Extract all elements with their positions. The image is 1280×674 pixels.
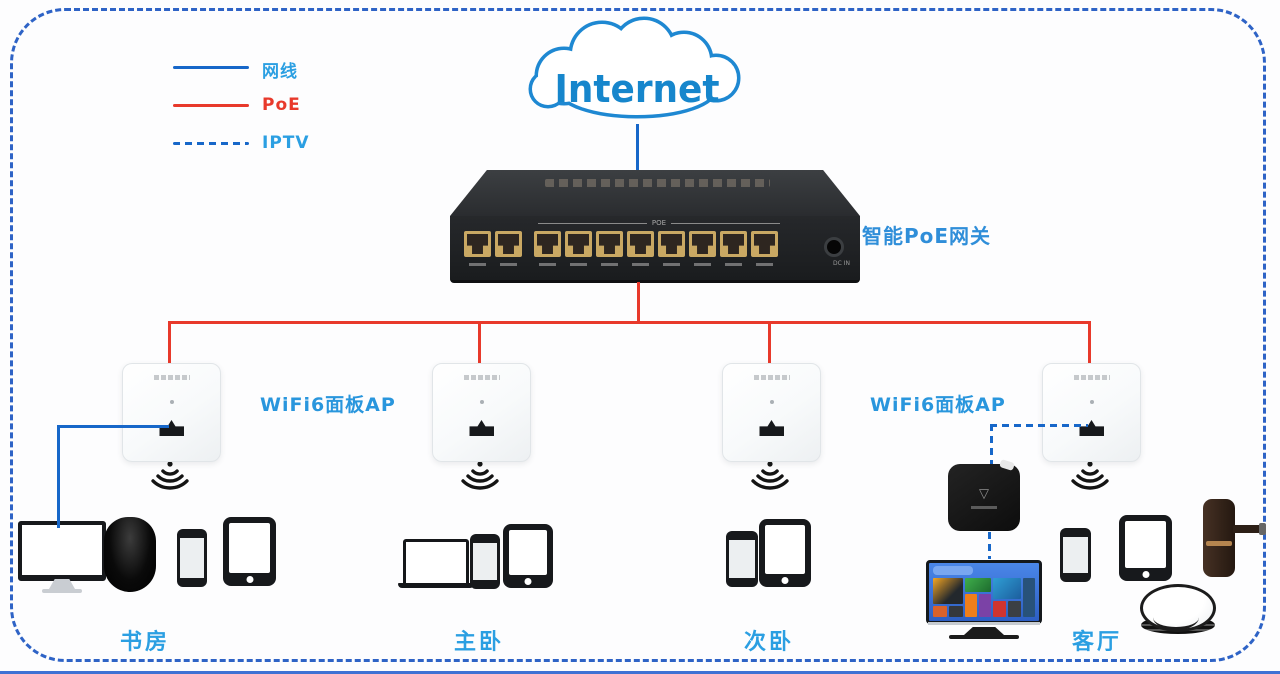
- ethernet-cable-line-horizontal: [57, 425, 169, 428]
- ethernet-port: [689, 231, 716, 266]
- gateway-label: 智能PoE网关: [862, 224, 992, 248]
- ap-ethernet-port: [1079, 420, 1104, 436]
- ethernet-port: [565, 231, 592, 266]
- ethernet-port: [720, 231, 747, 266]
- ap-label-right: WiFi6面板AP: [870, 394, 1006, 416]
- bottom-edge-strip: [0, 671, 1280, 674]
- room-label-study: 书房: [119, 630, 170, 655]
- gateway-vent-strip: [545, 179, 770, 187]
- iptv-cable-line-horizontal: [990, 424, 1088, 427]
- poe-distribution-line: [168, 321, 1091, 324]
- dc-in-label: DC IN: [833, 260, 850, 267]
- legend-iptv-label: IPTV: [262, 133, 310, 153]
- wifi-signal-icon: [1071, 461, 1109, 490]
- ap-ethernet-port: [469, 420, 494, 436]
- ethernet-port: [751, 231, 778, 266]
- ethernet-port: [596, 231, 623, 266]
- wifi-signal-icon: [461, 461, 499, 490]
- wall-ap-master-bedroom: [432, 363, 531, 462]
- iptv-cable-line-stb-to-tv: [988, 532, 991, 559]
- ap-led-dot: [1089, 400, 1094, 404]
- tablet-icon: [759, 519, 811, 587]
- poe-gateway: POE DC IN: [450, 170, 860, 283]
- ap-logo: [153, 375, 190, 380]
- smartphone-icon: [177, 529, 207, 587]
- gateway-port-row: [464, 231, 778, 266]
- wall-ap-living-room: [1042, 363, 1141, 462]
- room-label-living-room: 客厅: [1071, 630, 1122, 655]
- ap-logo: [463, 375, 500, 380]
- poe-drop-line-3: [768, 323, 771, 363]
- gateway-top-panel: [450, 170, 860, 216]
- legend-poe-label: PoE: [262, 95, 301, 115]
- ap-ethernet-port: [159, 420, 184, 436]
- legend-poe-line-sample: [173, 104, 249, 107]
- poe-drop-line-4: [1088, 323, 1091, 363]
- poe-ports-bracket-label: POE: [651, 219, 667, 227]
- smart-door-lock-icon: [1203, 499, 1266, 577]
- poe-drop-line-2: [478, 323, 481, 363]
- iptv-set-top-box-icon: ▽: [948, 459, 1020, 531]
- dc-power-jack: [824, 237, 844, 257]
- tablet-icon: [503, 524, 553, 588]
- wifi-signal-icon: [151, 461, 189, 490]
- room-label-master-bedroom: 主卧: [453, 630, 504, 655]
- iptv-cable-line-vertical-to-stb: [990, 424, 993, 464]
- ap-led-dot: [479, 400, 484, 404]
- ap-led-dot: [769, 400, 774, 404]
- legend-ethernet-line-sample: [173, 66, 249, 69]
- ap-led-dot: [169, 400, 174, 404]
- smart-speaker-icon: [104, 517, 156, 592]
- poe-trunk-line: [637, 282, 640, 323]
- poe-drop-line-1: [168, 323, 171, 363]
- smartphone-icon: [726, 531, 758, 587]
- ethernet-port: [627, 231, 654, 266]
- internet-uplink-line: [636, 124, 639, 171]
- ethernet-port: [658, 231, 685, 266]
- ethernet-port: [464, 231, 491, 266]
- ap-logo: [753, 375, 790, 380]
- poe-ports-bracket: POE: [538, 219, 780, 227]
- wall-ap-study: [122, 363, 221, 462]
- legend-iptv-line-sample: [173, 142, 249, 145]
- laptop-icon: [398, 539, 474, 589]
- robot-vacuum-icon: [1140, 584, 1216, 638]
- room-label-second-bedroom: 次卧: [743, 630, 794, 655]
- smartphone-icon: [470, 534, 500, 589]
- legend-ethernet-label: 网线: [262, 62, 298, 82]
- wifi-signal-icon: [751, 461, 789, 490]
- wall-ap-second-bedroom: [722, 363, 821, 462]
- smart-tv-icon: [926, 560, 1042, 642]
- diagram-border: [10, 8, 1266, 662]
- ethernet-port: [495, 231, 522, 266]
- tablet-icon: [223, 517, 276, 586]
- ethernet-cable-line-vertical: [57, 425, 60, 528]
- ethernet-port: [534, 231, 561, 266]
- ap-logo: [1073, 375, 1110, 380]
- ap-label-left: WiFi6面板AP: [260, 394, 396, 416]
- smartphone-icon: [1060, 528, 1091, 582]
- tablet-icon: [1119, 515, 1172, 581]
- desktop-computer-icon: [18, 521, 106, 593]
- ap-ethernet-port: [759, 420, 784, 436]
- gateway-front-panel: POE DC IN: [450, 216, 860, 283]
- internet-cloud: Internet: [528, 16, 741, 119]
- internet-label: Internet: [555, 67, 720, 111]
